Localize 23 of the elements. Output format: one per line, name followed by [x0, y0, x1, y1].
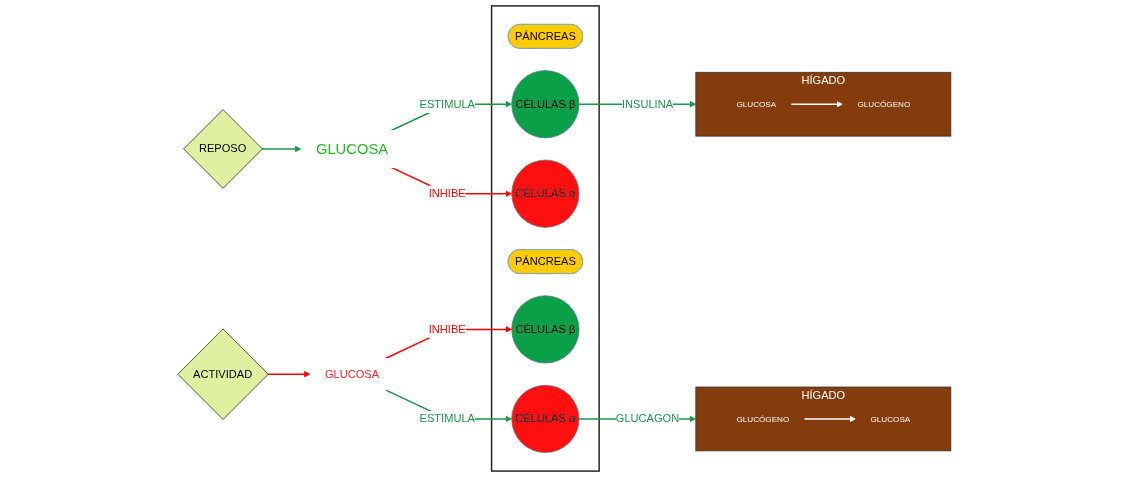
cluster: [491, 5, 601, 472]
edge-label: GLUCAGON: [615, 412, 680, 425]
node-diamond: ACTIVIDAD: [177, 328, 269, 420]
node-text: GLUCÓGENO: [857, 99, 911, 109]
arrow: [790, 100, 844, 108]
edge-label: INSULINA: [622, 97, 674, 110]
edge-label: ESTIMULA: [419, 97, 476, 110]
node-circle: CÉLULAS α: [511, 384, 580, 453]
arrow: [261, 145, 302, 153]
edge-label: INHIBE: [428, 322, 466, 336]
node-circle: CÉLULAS α: [511, 159, 580, 228]
arrow: [267, 370, 311, 378]
node-text: GLUCOSA: [736, 99, 777, 109]
node-circle: CÉLULAS β: [511, 70, 580, 139]
node-text: GLUCOSA: [325, 367, 380, 380]
node-text: GLUCOSA: [316, 140, 389, 158]
node-diamond: REPOSO: [183, 109, 263, 189]
arrow: [803, 415, 857, 423]
edge-label: INHIBE: [428, 186, 466, 200]
node-text: GLUCÓGENO: [736, 414, 790, 424]
edge-label: ESTIMULA: [419, 412, 476, 425]
node-text: GLUCOSA: [870, 414, 911, 424]
node-circle: CÉLULAS β: [511, 295, 580, 364]
